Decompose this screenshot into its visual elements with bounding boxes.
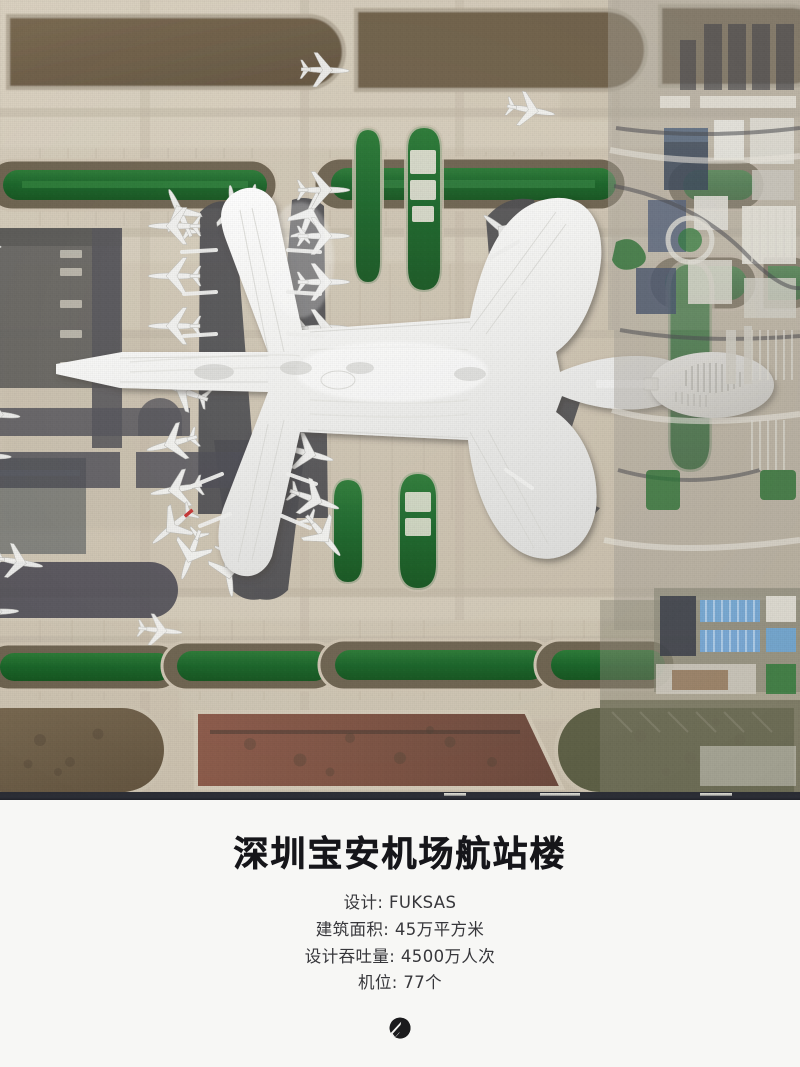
brand-mark-icon [389,1017,411,1039]
spec-stands: 机位: 77个 [357,973,443,993]
spec-capacity: 设计吞吐量: 4500万人次 [304,946,496,966]
page-title: 深圳宝安机场航站楼 [233,835,567,875]
caption-block: 深圳宝安机场航站楼 设计: FUKSAS 建筑面积: 45万平方米 设计吞吐量:… [0,800,800,1067]
aerial-photo [0,0,800,800]
spec-list: 设计: FUKSAS 建筑面积: 45万平方米 设计吞吐量: 4500万人次 机… [305,893,495,993]
spec-designer: 设计: FUKSAS [343,893,457,912]
photo-bottom-edge [0,794,800,800]
spec-floor-area: 建筑面积: 45万平方米 [315,919,485,939]
